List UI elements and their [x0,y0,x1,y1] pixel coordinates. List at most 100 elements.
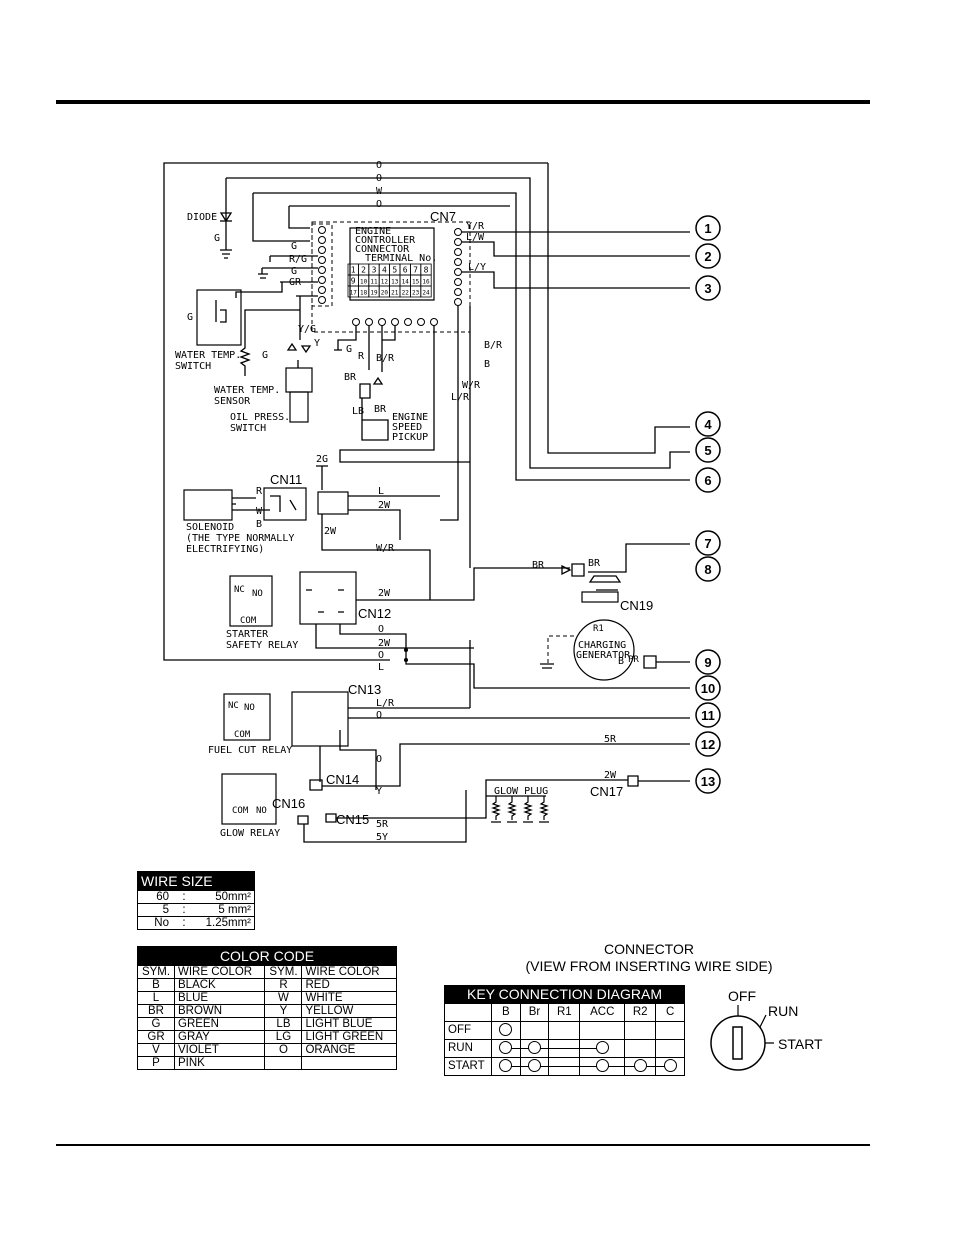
terminal-number: 17 [350,290,358,297]
cc-header-color-2: WIRE COLOR [301,965,397,979]
wire-2w-3: 2W [378,588,391,599]
terminal-number: 9 [351,277,356,286]
wts-wire-g: G [187,312,193,323]
wire-b-right: B [484,359,490,370]
callout-circle [695,556,721,582]
cg-wire-b: B [618,656,624,667]
wire-2w-4: 2W [378,638,391,649]
ecu-label-4: TERMINAL No. [365,253,437,264]
cn13-label: CN13 [348,682,381,697]
terminal-number: 1 [351,266,356,275]
key-column-header: B [491,1003,521,1022]
ssr-no: NO [252,589,263,599]
color-name: BROWN [173,1004,266,1018]
color-symbol: G [137,1017,175,1031]
diode-label: DIODE [187,212,217,223]
callout-number: 3 [704,281,711,296]
color-name: BLUE [173,991,266,1005]
wire-size-cell: No: 1.25mm² [137,916,255,930]
wire-size-value: 1.25mm² [205,917,251,929]
engine-speed-pickup-1: ENGINE [392,412,428,423]
wire-br-right: BR [588,558,601,569]
wire-y: Y [314,338,320,349]
fcr-no: NO [244,703,255,713]
wiring-diagram: DIODE G G R/G G GR ENGINE CONTROLLER CON… [163,160,721,843]
terminal-number: 14 [402,279,410,286]
cn16-label: CN16 [272,796,305,811]
esp-wire-b-r: B/R [376,353,395,364]
key-column-header: R1 [548,1003,581,1022]
key-contact-mark [499,1059,513,1073]
ssr-com: COM [240,616,257,626]
fcr-nc: NC [228,701,239,711]
key-contact-mark [527,1059,541,1073]
cn11-label: CN11 [270,472,302,487]
top-wire-o-2: O [376,173,382,184]
top-rule [56,100,870,104]
engine-speed-pickup-3: PICKUP [392,432,428,443]
callout-circle [695,675,721,701]
key-row-label: OFF [444,1021,492,1040]
wire-size-cell: 60:50mm² [137,890,255,904]
starter-safety-relay-1: STARTER [226,629,269,640]
water-temp-switch-2: SWITCH [175,361,211,372]
charging-generator-2: GENERATOR [576,650,631,661]
color-name: GREEN [173,1017,266,1031]
key-contact-mark [499,1041,513,1055]
color-code-table: COLOR CODE SYM. WIRE COLOR SYM. WIRE COL… [137,946,397,1070]
terminal-number: 5 [392,266,397,275]
key-switch-symbol [710,1005,774,1071]
fcr-com: COM [234,730,251,740]
connector-caption: CONNECTOR (VIEW FROM INSERTING WIRE SIDE… [494,941,804,975]
key-contact-mark [499,1023,513,1037]
callout-number: 1 [704,221,711,236]
bottom-rule [56,1144,870,1146]
key-cell [491,1057,521,1076]
terminal-number: 24 [422,290,430,297]
key-column-header: C [655,1003,685,1022]
color-name: YELLOW [301,1004,397,1018]
cn14-label: CN14 [326,772,359,787]
cn15-label: CN15 [336,812,369,827]
terminal-number: 19 [370,290,378,297]
callout-circle [695,649,721,675]
wire-size-value: : [182,904,186,916]
right-connector-pins [454,228,462,306]
wire-o-2: O [378,650,384,661]
key-row-label: START [444,1057,492,1076]
callout-number: 12 [701,737,715,752]
wire-y-2: Y [376,786,382,797]
callout-circle [695,437,721,463]
top-wire-o-3: O [376,199,382,210]
wire-w-r-2: W/R [376,543,395,554]
key-cell [624,1021,657,1040]
wire-size-value: : [182,891,186,903]
color-name: WHITE [301,991,397,1005]
sol-wire-b: B [256,519,262,530]
wire-o-3: O [376,710,382,721]
callout-circle [695,530,721,556]
key-off-label: OFF [728,988,756,1004]
callout-number: 7 [704,536,711,551]
callout-number: 10 [701,681,715,696]
wire-size-value: No [154,917,169,929]
key-contact-mark [663,1059,677,1073]
ecu-label-2: CONTROLLER [355,235,416,246]
callout-number: 5 [704,443,711,458]
callout-circle [695,215,721,241]
diode-wire-g: G [214,233,220,244]
wire-5r-2: 5R [604,734,617,745]
callout-circle [695,731,721,757]
esp-wire-br: BR [344,372,357,383]
wire-size-value: : [182,917,186,929]
key-run-label: RUN [768,1003,799,1019]
wire-b-r-right: B/R [484,340,503,351]
color-symbol: LB [264,1017,303,1031]
key-contact-mark [527,1041,541,1055]
terminal-number: 22 [402,290,410,297]
color-symbol: P [137,1056,175,1070]
